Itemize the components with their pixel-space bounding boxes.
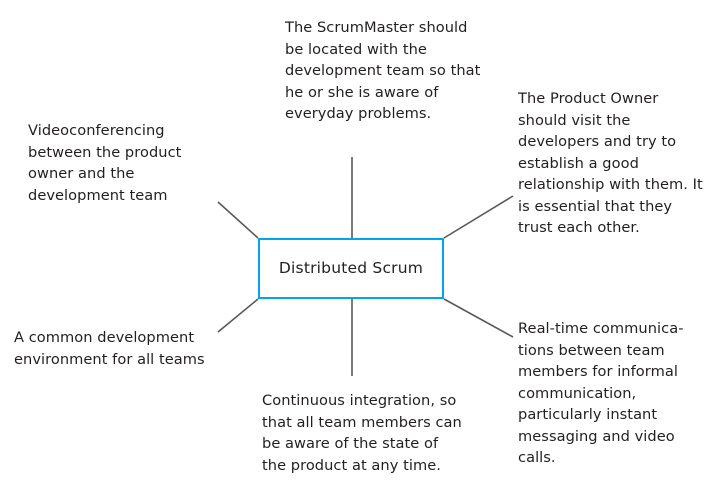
note-scrummaster-colocation: The ScrumMaster should be located with t… xyxy=(285,19,481,122)
central-node-label: Distributed Scrum xyxy=(278,259,424,278)
note-videoconferencing: Videoconferencing between the product ow… xyxy=(28,122,182,204)
connector-upper-right xyxy=(443,195,514,239)
note-real-time-communications: Real-time communica-tions between team m… xyxy=(518,320,684,466)
central-node-distributed-scrum: Distributed Scrum xyxy=(258,238,444,299)
note-common-development-environment: A common development environment for all… xyxy=(14,329,205,368)
connector-lower-left xyxy=(217,298,259,333)
note-product-owner-visits: The Product Owner should visit the devel… xyxy=(518,90,703,236)
connector-upper-left xyxy=(217,201,259,239)
connector-lower-right xyxy=(443,298,514,338)
note-continuous-integration: Continuous integration, so that all team… xyxy=(262,392,462,474)
